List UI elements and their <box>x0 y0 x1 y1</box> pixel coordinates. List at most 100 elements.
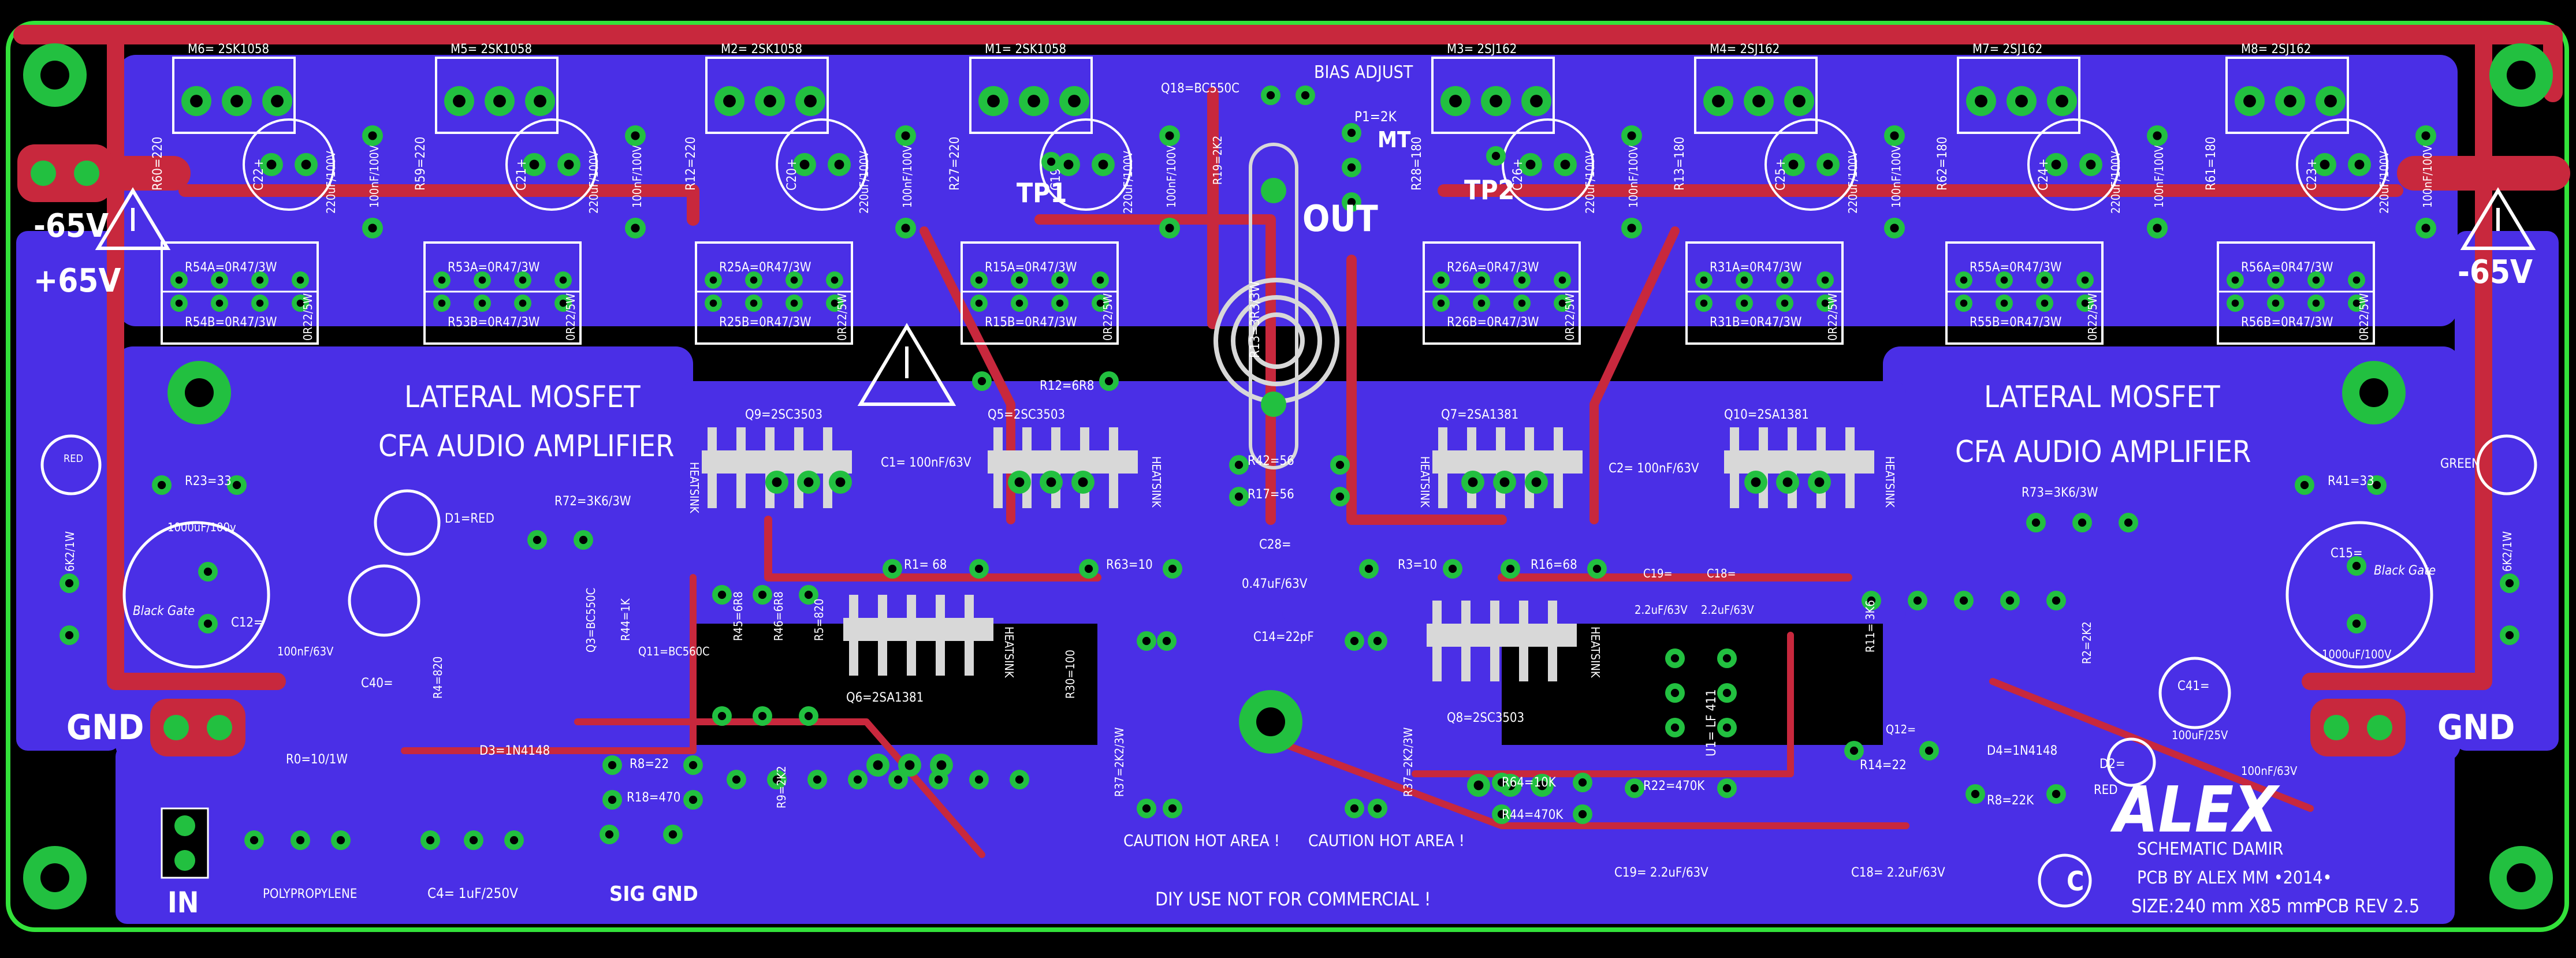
cap-label: C22+ <box>252 158 266 191</box>
pot-mt-label: MT <box>1378 127 1411 152</box>
resistor-b-label: R26B=0R47/3W <box>1447 315 1539 330</box>
label-c18-bottom: C18= 2.2uF/63V <box>1851 866 1945 880</box>
pad-hole <box>758 711 767 721</box>
pad-hole <box>2372 480 2381 490</box>
pad-hole <box>2421 223 2430 233</box>
pad-hole <box>157 480 166 490</box>
label-c100n-right: 100nF/63V <box>2241 764 2298 778</box>
label-c19-small-value: 2.2uF/63V <box>1635 603 1688 617</box>
label-r18: R18=470 <box>627 791 680 805</box>
pad-hole <box>804 711 813 721</box>
pad-hole <box>1558 276 1566 284</box>
pad-hole <box>1015 276 1023 284</box>
label-r6k2-right: 6K2/1W <box>2500 531 2514 572</box>
output-terminal <box>1213 143 1339 469</box>
pad-hole <box>831 276 839 284</box>
pad-hole <box>1142 636 1151 646</box>
pad-hole <box>1578 810 1587 819</box>
pad-hole <box>2052 596 2061 605</box>
pad-hole <box>1168 564 1177 573</box>
resistor-0r22-label: 0R22/5W <box>1563 293 1577 341</box>
pad-hole <box>853 775 862 784</box>
resistor-0r22-label: 0R22/5W <box>835 293 849 341</box>
cap-100nf-label: 100nF/100V <box>900 145 914 208</box>
pad-hole <box>559 276 567 284</box>
pad-hole <box>1096 299 1104 307</box>
cap-label: C21+ <box>515 158 529 191</box>
label-c41: C41= <box>2177 679 2210 694</box>
pad-hole <box>1525 159 1536 170</box>
label-d2: D2= <box>2099 757 2125 771</box>
pad-hole <box>873 760 883 770</box>
heatsink-label-1: HEATSINK <box>687 462 701 514</box>
pad-hole <box>608 761 617 770</box>
pad-hole <box>1782 477 1793 487</box>
pad-hole <box>534 95 546 107</box>
pad-hole <box>1781 276 1789 284</box>
pad-hole <box>975 299 983 307</box>
pad-hole <box>977 377 987 386</box>
label-r63: R63=10 <box>1106 558 1153 572</box>
mosfet-label: M6= 2SK1058 <box>188 42 269 57</box>
heatsink-label-4: HEATSINK <box>1883 456 1897 508</box>
pad-hole <box>1165 131 1174 140</box>
pad-hole <box>1560 159 1570 170</box>
electrolytic-cap <box>1765 118 1857 211</box>
pad-hole <box>336 836 345 845</box>
gate-resistor-label: R12=220 <box>684 137 698 191</box>
pad-hole <box>1364 564 1373 573</box>
cap-value-label: 220uF/100V <box>324 151 338 214</box>
pad-hole <box>936 760 947 770</box>
pad-hole <box>1867 596 1876 605</box>
pad-hole <box>256 299 264 307</box>
pad-hole <box>901 223 910 233</box>
resistor-b-label: R31B=0R47/3W <box>1710 315 1801 330</box>
label-r14: R14=22 <box>1860 758 1907 773</box>
pad-hole <box>2052 789 2061 799</box>
mosfet-label: M5= 2SK1058 <box>451 42 532 57</box>
pad-hole <box>1497 778 1506 787</box>
electrolytic-cap <box>776 118 868 211</box>
pad-hole <box>1350 636 1359 646</box>
pad-hole <box>709 299 717 307</box>
caution-left-label: CAUTION HOT AREA ! <box>1123 831 1280 850</box>
pad-hole <box>2352 299 2361 307</box>
pad-hole <box>772 775 781 784</box>
schematic-credit: SCHEMATIC DAMIR <box>2137 839 2283 859</box>
black-gate-left: Black Gate <box>133 604 195 618</box>
pad-hole <box>1028 95 1040 107</box>
pad-hole <box>1959 596 1968 605</box>
label-r0: R0=10/1W <box>286 752 348 767</box>
pad-hole <box>1712 95 1725 107</box>
bias-adjust-label: BIAS ADJUST <box>1314 62 1413 83</box>
pad-hole <box>1477 276 1486 284</box>
pad-hole <box>2078 518 2087 527</box>
pad-hole <box>2153 131 2162 140</box>
pad-hole <box>835 477 846 487</box>
pad-hole <box>1960 276 1968 284</box>
pad-hole <box>1700 276 1708 284</box>
pad-hole <box>1078 477 1088 487</box>
label-r17: R17=56 <box>1248 487 1294 502</box>
heatsink-label-5: HEATSINK <box>1002 627 1016 679</box>
label-r45: R45=6R8 <box>731 591 745 641</box>
pad-hole <box>1971 789 1980 799</box>
pad-hole <box>533 535 542 545</box>
pad-hole <box>1096 276 1104 284</box>
pad-hole <box>750 276 758 284</box>
pad-hole <box>764 95 776 107</box>
label-c12: C12= <box>231 616 263 630</box>
label-d1: D1=RED <box>445 512 494 526</box>
cap-label: C20+ <box>785 158 799 191</box>
